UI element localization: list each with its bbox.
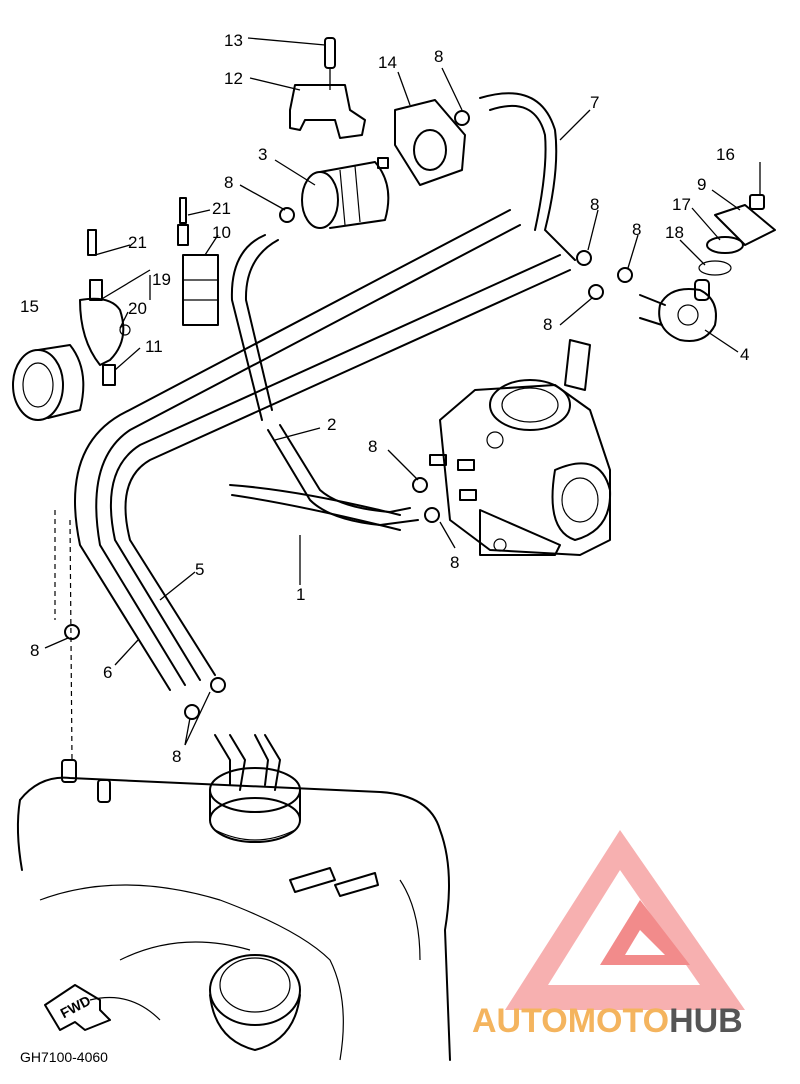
leader-lines (44, 37, 761, 746)
callout-8: 8 (450, 553, 459, 572)
callout-8: 8 (224, 173, 233, 192)
callout-20: 20 (128, 299, 147, 318)
callout-8: 8 (434, 47, 443, 66)
callout-8: 8 (30, 641, 39, 660)
fuel-filter (301, 157, 390, 229)
callout-21: 21 (212, 199, 231, 218)
hose-2-1 (229, 234, 419, 531)
callout-8: 8 (590, 195, 599, 214)
callout-9: 9 (697, 175, 706, 194)
watermark-logo (505, 830, 745, 1010)
fuel-tank (16, 734, 451, 1061)
callout-18: 18 (665, 223, 684, 242)
carburetor (429, 339, 612, 556)
grommet-15 (12, 344, 85, 421)
callout-6: 6 (103, 663, 112, 682)
watermark-hub: HUB (669, 1002, 743, 1040)
callout-15: 15 (20, 297, 39, 316)
callout-8: 8 (172, 747, 181, 766)
callout-3: 3 (258, 145, 267, 164)
callout-1: 1 (296, 585, 305, 604)
hose-5-6 (54, 209, 571, 761)
fwd-label: FWD (58, 992, 94, 1021)
watermark-text: AUTOMOTOHUB (472, 1002, 743, 1040)
cap-assembly (698, 194, 776, 276)
hose-7 (479, 92, 576, 261)
callout-7: 7 (590, 93, 599, 112)
callout-5: 5 (195, 560, 204, 579)
callout-21: 21 (128, 233, 147, 252)
fuel-cock (639, 279, 717, 342)
callout-19: 19 (152, 270, 171, 289)
callout-10: 10 (212, 223, 231, 242)
bracket-12 (289, 37, 366, 139)
callout-11: 11 (145, 337, 163, 356)
clamp-band (79, 197, 219, 386)
hose-clips (64, 110, 633, 720)
callout-8: 8 (368, 437, 377, 456)
diagram-code: GH7100-4060 (20, 1049, 108, 1065)
watermark-auto: AUTOMOTO (472, 1002, 669, 1040)
callout-8: 8 (543, 315, 552, 334)
callout-2: 2 (327, 415, 336, 434)
callout-4: 4 (740, 345, 749, 364)
callout-13: 13 (224, 31, 243, 50)
band-14 (394, 99, 466, 186)
callout-12: 12 (224, 69, 243, 88)
callout-8: 8 (632, 220, 641, 239)
callout-17: 17 (672, 195, 691, 214)
callout-16: 16 (716, 145, 735, 164)
callout-14: 14 (378, 53, 397, 72)
callout-labels: 13 12 14 8 7 3 16 8 21 9 10 17 8 8 21 18… (20, 31, 749, 766)
